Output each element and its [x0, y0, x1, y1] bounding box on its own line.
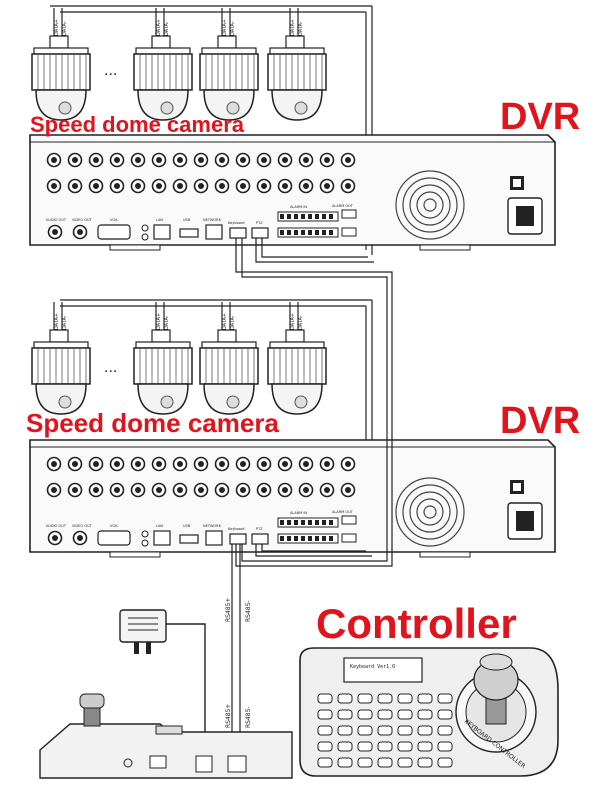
network-label: NETWORK: [203, 218, 222, 222]
camera-ellipsis: ...: [104, 359, 117, 376]
rs485-plus-label: RS485+: [225, 598, 232, 622]
speed-dome-camera: [133, 301, 193, 415]
keyboard-side-view: [39, 693, 293, 779]
keyboard-label: Keyboard: [228, 527, 244, 531]
controller-label: Controller: [316, 600, 517, 647]
speed-dome-camera: [31, 301, 91, 415]
keyboard-port: [229, 227, 247, 239]
usb-port: [179, 534, 199, 544]
data-plus-tag: DATA+: [54, 19, 60, 36]
speed-dome-camera: [267, 301, 327, 415]
usb-label: USB: [183, 524, 191, 528]
ptz-port: [251, 533, 269, 545]
data-plus-tag: DATA+: [290, 313, 296, 330]
lan-port: [153, 224, 171, 240]
ptz-label: PTZ: [256, 221, 263, 225]
alarm-in-label: ALARM IN: [290, 205, 307, 209]
alarm-in-label: ALARM IN: [290, 511, 307, 515]
vga-port: [97, 530, 131, 546]
usb-port: [179, 228, 199, 238]
audio-out-port: [47, 224, 63, 240]
speed-dome-camera-label: Speed dome camera: [26, 408, 279, 438]
rs485-wiring: [231, 238, 393, 760]
vga-port: [97, 224, 131, 240]
speed-dome-camera-label: Speed dome camera: [30, 112, 244, 137]
alarm-out-label: ALARM OUT: [332, 204, 354, 208]
speed-dome-camera: [31, 7, 91, 121]
ptz-label: PTZ: [256, 527, 263, 531]
rs485-minus-label: RS485-: [245, 706, 252, 728]
ptz-port: [251, 227, 269, 239]
video-out-port: [72, 530, 88, 546]
audio-out-label: AUDIO OUT: [46, 524, 67, 528]
data-minus-tag: DATA-: [230, 315, 236, 330]
video-out-port: [72, 224, 88, 240]
vga-label: VGA: [110, 218, 118, 222]
audio-out-label: AUDIO OUT: [46, 218, 67, 222]
data-plus-tag: DATA+: [290, 19, 296, 36]
data-minus-tag: DATA-: [164, 315, 170, 330]
controller-screen-text: Keyboard Ver1.0: [350, 664, 395, 670]
vga-label: VGA: [110, 524, 118, 528]
data-plus-tag: DATA+: [222, 313, 228, 330]
rs485-plus-label: RS485+: [225, 704, 232, 728]
data-plus-tag: DATA+: [54, 313, 60, 330]
controller-keypad: [317, 693, 453, 768]
network-port: [205, 224, 223, 240]
speed-dome-camera: [199, 7, 259, 121]
audio-out-port: [47, 530, 63, 546]
lan-label: LAN: [156, 524, 163, 528]
network-port: [205, 530, 223, 546]
dvr-unit: AUDIO OUT VIDEO OUT VGA LAN USB NETWORK …: [29, 134, 556, 251]
data-plus-tag: DATA+: [156, 19, 162, 36]
data-minus-tag: DATA-: [62, 21, 68, 36]
joystick: [455, 653, 537, 753]
keyboard-label: Keyboard: [228, 221, 244, 225]
usb-label: USB: [183, 218, 191, 222]
network-label: NETWORK: [203, 524, 222, 528]
speed-dome-camera: [267, 7, 327, 121]
data-plus-tag: DATA+: [156, 313, 162, 330]
data-minus-tag: DATA-: [62, 315, 68, 330]
controller-screen: [343, 657, 423, 683]
data-minus-tag: DATA-: [164, 21, 170, 36]
video-out-label: VIDEO OUT: [72, 524, 93, 528]
speed-dome-camera: [133, 7, 193, 121]
data-plus-tag: DATA+: [222, 19, 228, 36]
speed-dome-camera: [199, 301, 259, 415]
camera-ellipsis: ...: [104, 62, 117, 79]
dvr-unit: AUDIO OUT VIDEO OUT VGA LAN USB NETWORK …: [29, 439, 556, 558]
data-minus-tag: DATA-: [298, 21, 304, 36]
dvr-label: DVR: [500, 400, 581, 442]
data-minus-tag: DATA-: [230, 21, 236, 36]
keyboard-port: [229, 533, 247, 545]
video-out-label: VIDEO OUT: [72, 218, 93, 222]
rs485-minus-label: RS485-: [245, 600, 252, 622]
keyboard-controller: Keyboard Ver1.0 KEYBOARD CONTROLLER: [299, 647, 559, 777]
lan-label: LAN: [156, 218, 163, 222]
dvr-label: DVR: [500, 96, 581, 138]
power-adapter: [119, 609, 206, 760]
lan-port: [153, 530, 171, 546]
alarm-out-label: ALARM OUT: [332, 510, 354, 514]
data-minus-tag: DATA-: [298, 315, 304, 330]
